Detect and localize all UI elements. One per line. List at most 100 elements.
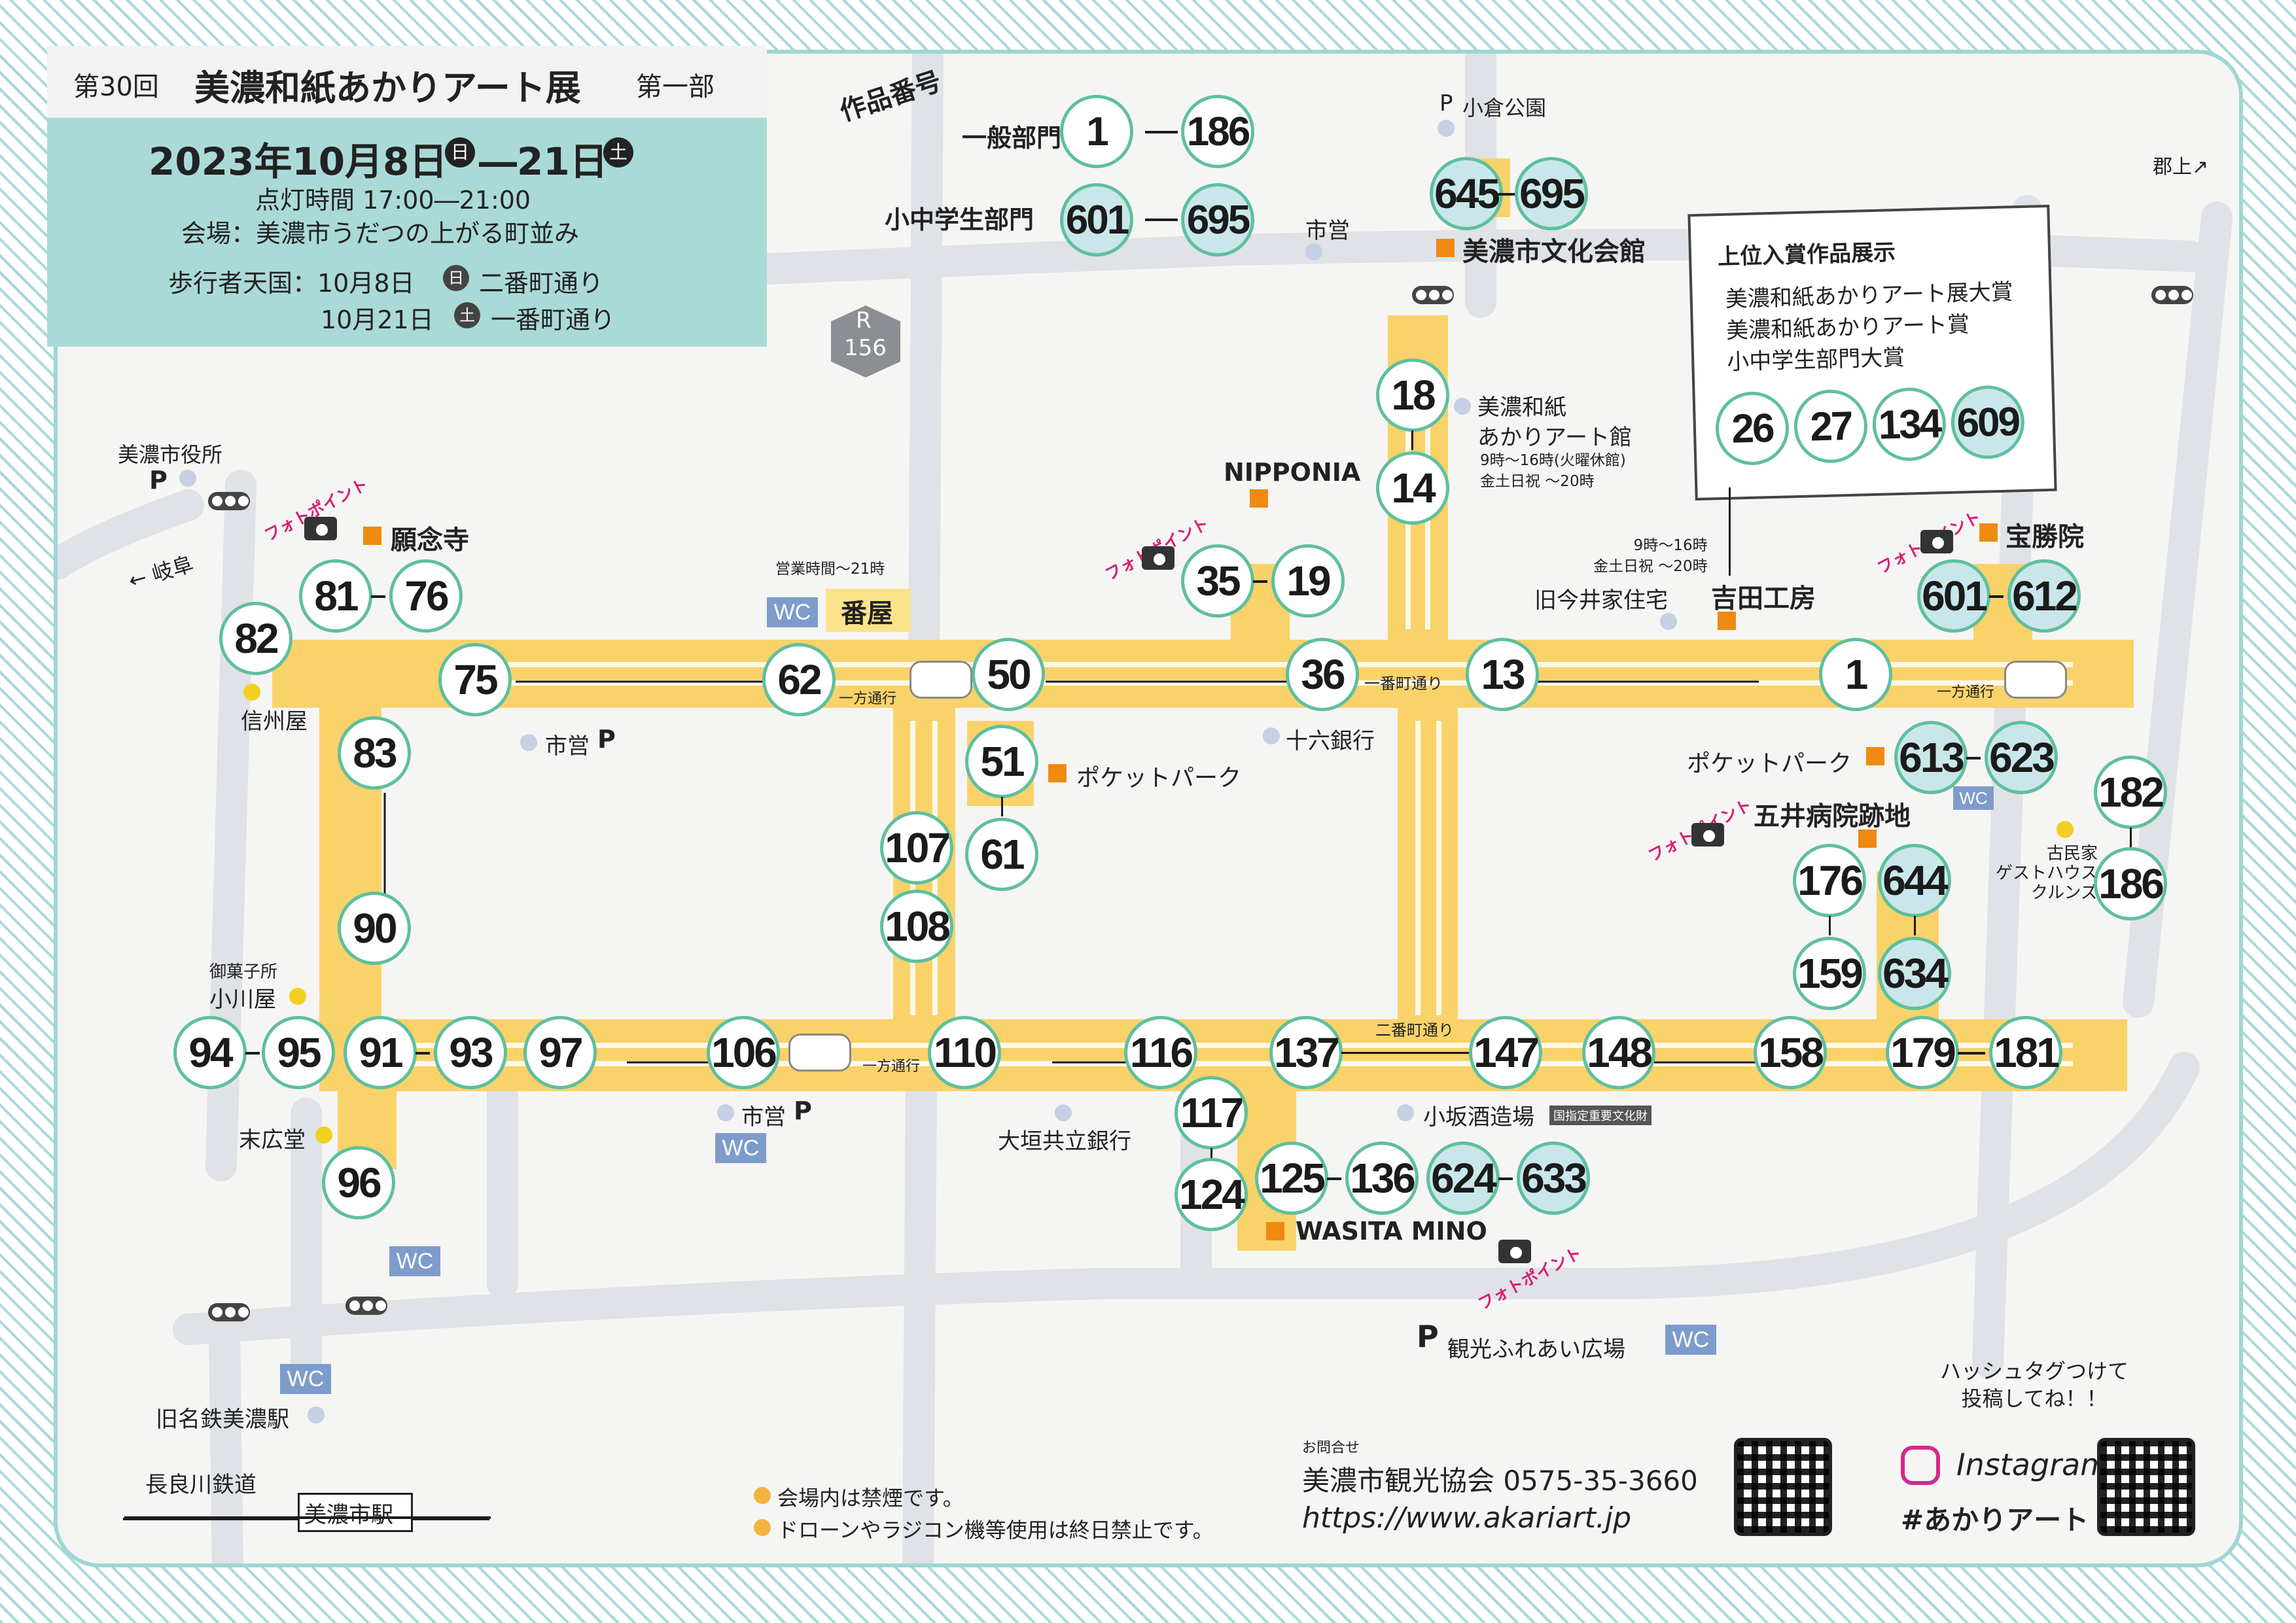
oneway-sign: 一方通行 — [862, 1058, 921, 1075]
qr-code-icon[interactable] — [1734, 1438, 1832, 1536]
camera-icon — [304, 517, 337, 540]
camera-icon — [1498, 1240, 1531, 1263]
range-dash — [1966, 757, 1981, 759]
award-work-circle: 134 — [1871, 387, 1947, 462]
rail-line — [124, 1516, 491, 1519]
hashtag: #あかりアート — [1901, 1504, 2089, 1536]
traffic-signal-icon — [345, 1297, 387, 1315]
work-number-circle: 96 — [322, 1146, 395, 1219]
event-date-end: ―21日 — [479, 139, 608, 184]
restroom-icon: WC — [1953, 786, 1994, 810]
range-dash — [371, 595, 385, 598]
event-part: 第一部 — [636, 72, 715, 102]
place-label: 信州屋 — [241, 708, 308, 735]
work-number-circle: 108 — [880, 890, 953, 963]
landmark-icon — [1266, 1222, 1284, 1240]
work-number-circle: 137 — [1269, 1016, 1343, 1089]
work-number-circle: 125 — [1255, 1142, 1328, 1215]
contact-url[interactable]: https://www.akariart.jp — [1302, 1501, 1632, 1535]
range-dash — [1989, 595, 2004, 598]
work-number-circle: 83 — [338, 716, 411, 790]
banya-box — [826, 589, 911, 632]
traffic-signal-icon — [208, 1303, 250, 1321]
work-number-circle: 91 — [344, 1016, 417, 1089]
student-category: 小中学生部門 — [885, 205, 1034, 234]
work-number-circle: 186 — [2094, 847, 2167, 920]
work-number-circle: 75 — [438, 643, 512, 716]
work-number-circle: 107 — [880, 811, 953, 884]
parking-icon: P — [597, 725, 616, 754]
pedestrian-label: 歩行者天国：10月8日 — [168, 269, 415, 298]
street-name: 二番町通り — [1375, 1021, 1454, 1039]
work-number-circle: 136 — [1345, 1142, 1419, 1215]
landmark-icon — [1979, 523, 1998, 542]
award-item: 小中学生部門大賞 — [1726, 344, 1905, 375]
route-shield-icon — [831, 305, 900, 377]
general-category: 一般部門 — [962, 124, 1062, 152]
award-item: 美濃和紙あかりアート賞 — [1725, 311, 1970, 344]
legend-general-end: 186 — [1181, 95, 1254, 168]
place-pin-icon — [1454, 398, 1471, 415]
award-work-circle: 27 — [1793, 389, 1869, 464]
event-date: 2023年10月8日 — [149, 139, 448, 184]
opening-hours: 営業時間～21時 — [775, 561, 885, 578]
pedestrian-date-2: 10月21日 — [321, 305, 434, 334]
qr-code-icon[interactable] — [2097, 1438, 2195, 1536]
work-number-circle: 116 — [1124, 1016, 1197, 1089]
header-panel: 第30回 美濃和紙あかりアート展 第一部 2023年10月8日 日 ―21日 土… — [47, 46, 767, 347]
work-number-circle: 90 — [338, 892, 411, 965]
station-box — [298, 1493, 413, 1532]
opening-hours: 9時～16時(火曜休館) 金土日祝 ～20時 — [1480, 452, 1626, 490]
range-dash — [1253, 580, 1267, 583]
place-pin-icon — [1055, 1104, 1072, 1121]
work-number-circle: 81 — [299, 559, 372, 633]
work-number-circle: 182 — [2094, 756, 2167, 829]
opening-hours: 9時～16時 金土日祝 ～20時 — [1593, 537, 1708, 575]
oneway-sign: 一方通行 — [1937, 684, 1995, 701]
day-badge: 日 — [445, 137, 475, 167]
camera-icon — [1142, 546, 1174, 570]
place-pin-icon — [1263, 727, 1280, 744]
range-line — [2130, 828, 2132, 847]
place-label: 郡上↗ — [2153, 156, 2209, 179]
place-label: 旧名鉄美濃駅 — [156, 1406, 289, 1433]
work-number-circle: 613 — [1894, 721, 1968, 794]
place-label: 市営 — [741, 1104, 786, 1130]
traffic-signal-icon — [2151, 286, 2193, 304]
restroom-icon: WC — [280, 1364, 331, 1394]
place-pin-icon — [1305, 243, 1322, 260]
landmark-icon — [1718, 612, 1736, 630]
place-label: NIPPONIA — [1224, 458, 1361, 487]
day-badge: 土 — [603, 137, 633, 167]
title-bar — [47, 46, 767, 118]
work-number-circle: 612 — [2007, 559, 2081, 633]
landmark-icon — [1436, 239, 1455, 257]
restroom-icon: WC — [767, 597, 818, 627]
work-number-circle: 95 — [262, 1016, 335, 1089]
place-label: 番屋 — [841, 599, 893, 629]
range-dash — [1327, 1178, 1341, 1180]
car-icon — [910, 661, 972, 699]
range-line — [1341, 1052, 1472, 1054]
range-line — [1829, 916, 1831, 935]
work-number-circle: 695 — [1515, 157, 1588, 230]
shop-pin-icon — [2057, 821, 2074, 838]
place-label: 十六銀行 — [1286, 728, 1375, 754]
work-number-circle: 147 — [1469, 1016, 1542, 1089]
work-number-circle: 634 — [1878, 937, 1951, 1010]
place-pin-icon — [1438, 120, 1455, 137]
restroom-icon: WC — [389, 1246, 440, 1276]
work-number-circle: 110 — [928, 1016, 1001, 1089]
legend-student-end: 695 — [1181, 183, 1254, 256]
work-number-circle: 644 — [1878, 844, 1951, 917]
hashtag-prompt: ハッシュタグつけて 投稿してね！！ — [1940, 1359, 2129, 1411]
legend-student-start: 601 — [1060, 183, 1133, 256]
work-number-circle: 645 — [1430, 157, 1503, 230]
place-label: 願念寺 — [391, 525, 469, 555]
work-number-circle: 62 — [762, 643, 836, 716]
place-label: 観光ふれあい広場 — [1447, 1336, 1625, 1363]
work-number-circle: 82 — [219, 602, 292, 675]
award-work-circle: 26 — [1714, 391, 1790, 466]
place-label: ポケットパーク — [1076, 765, 1242, 792]
work-number-circle: 106 — [707, 1016, 780, 1089]
